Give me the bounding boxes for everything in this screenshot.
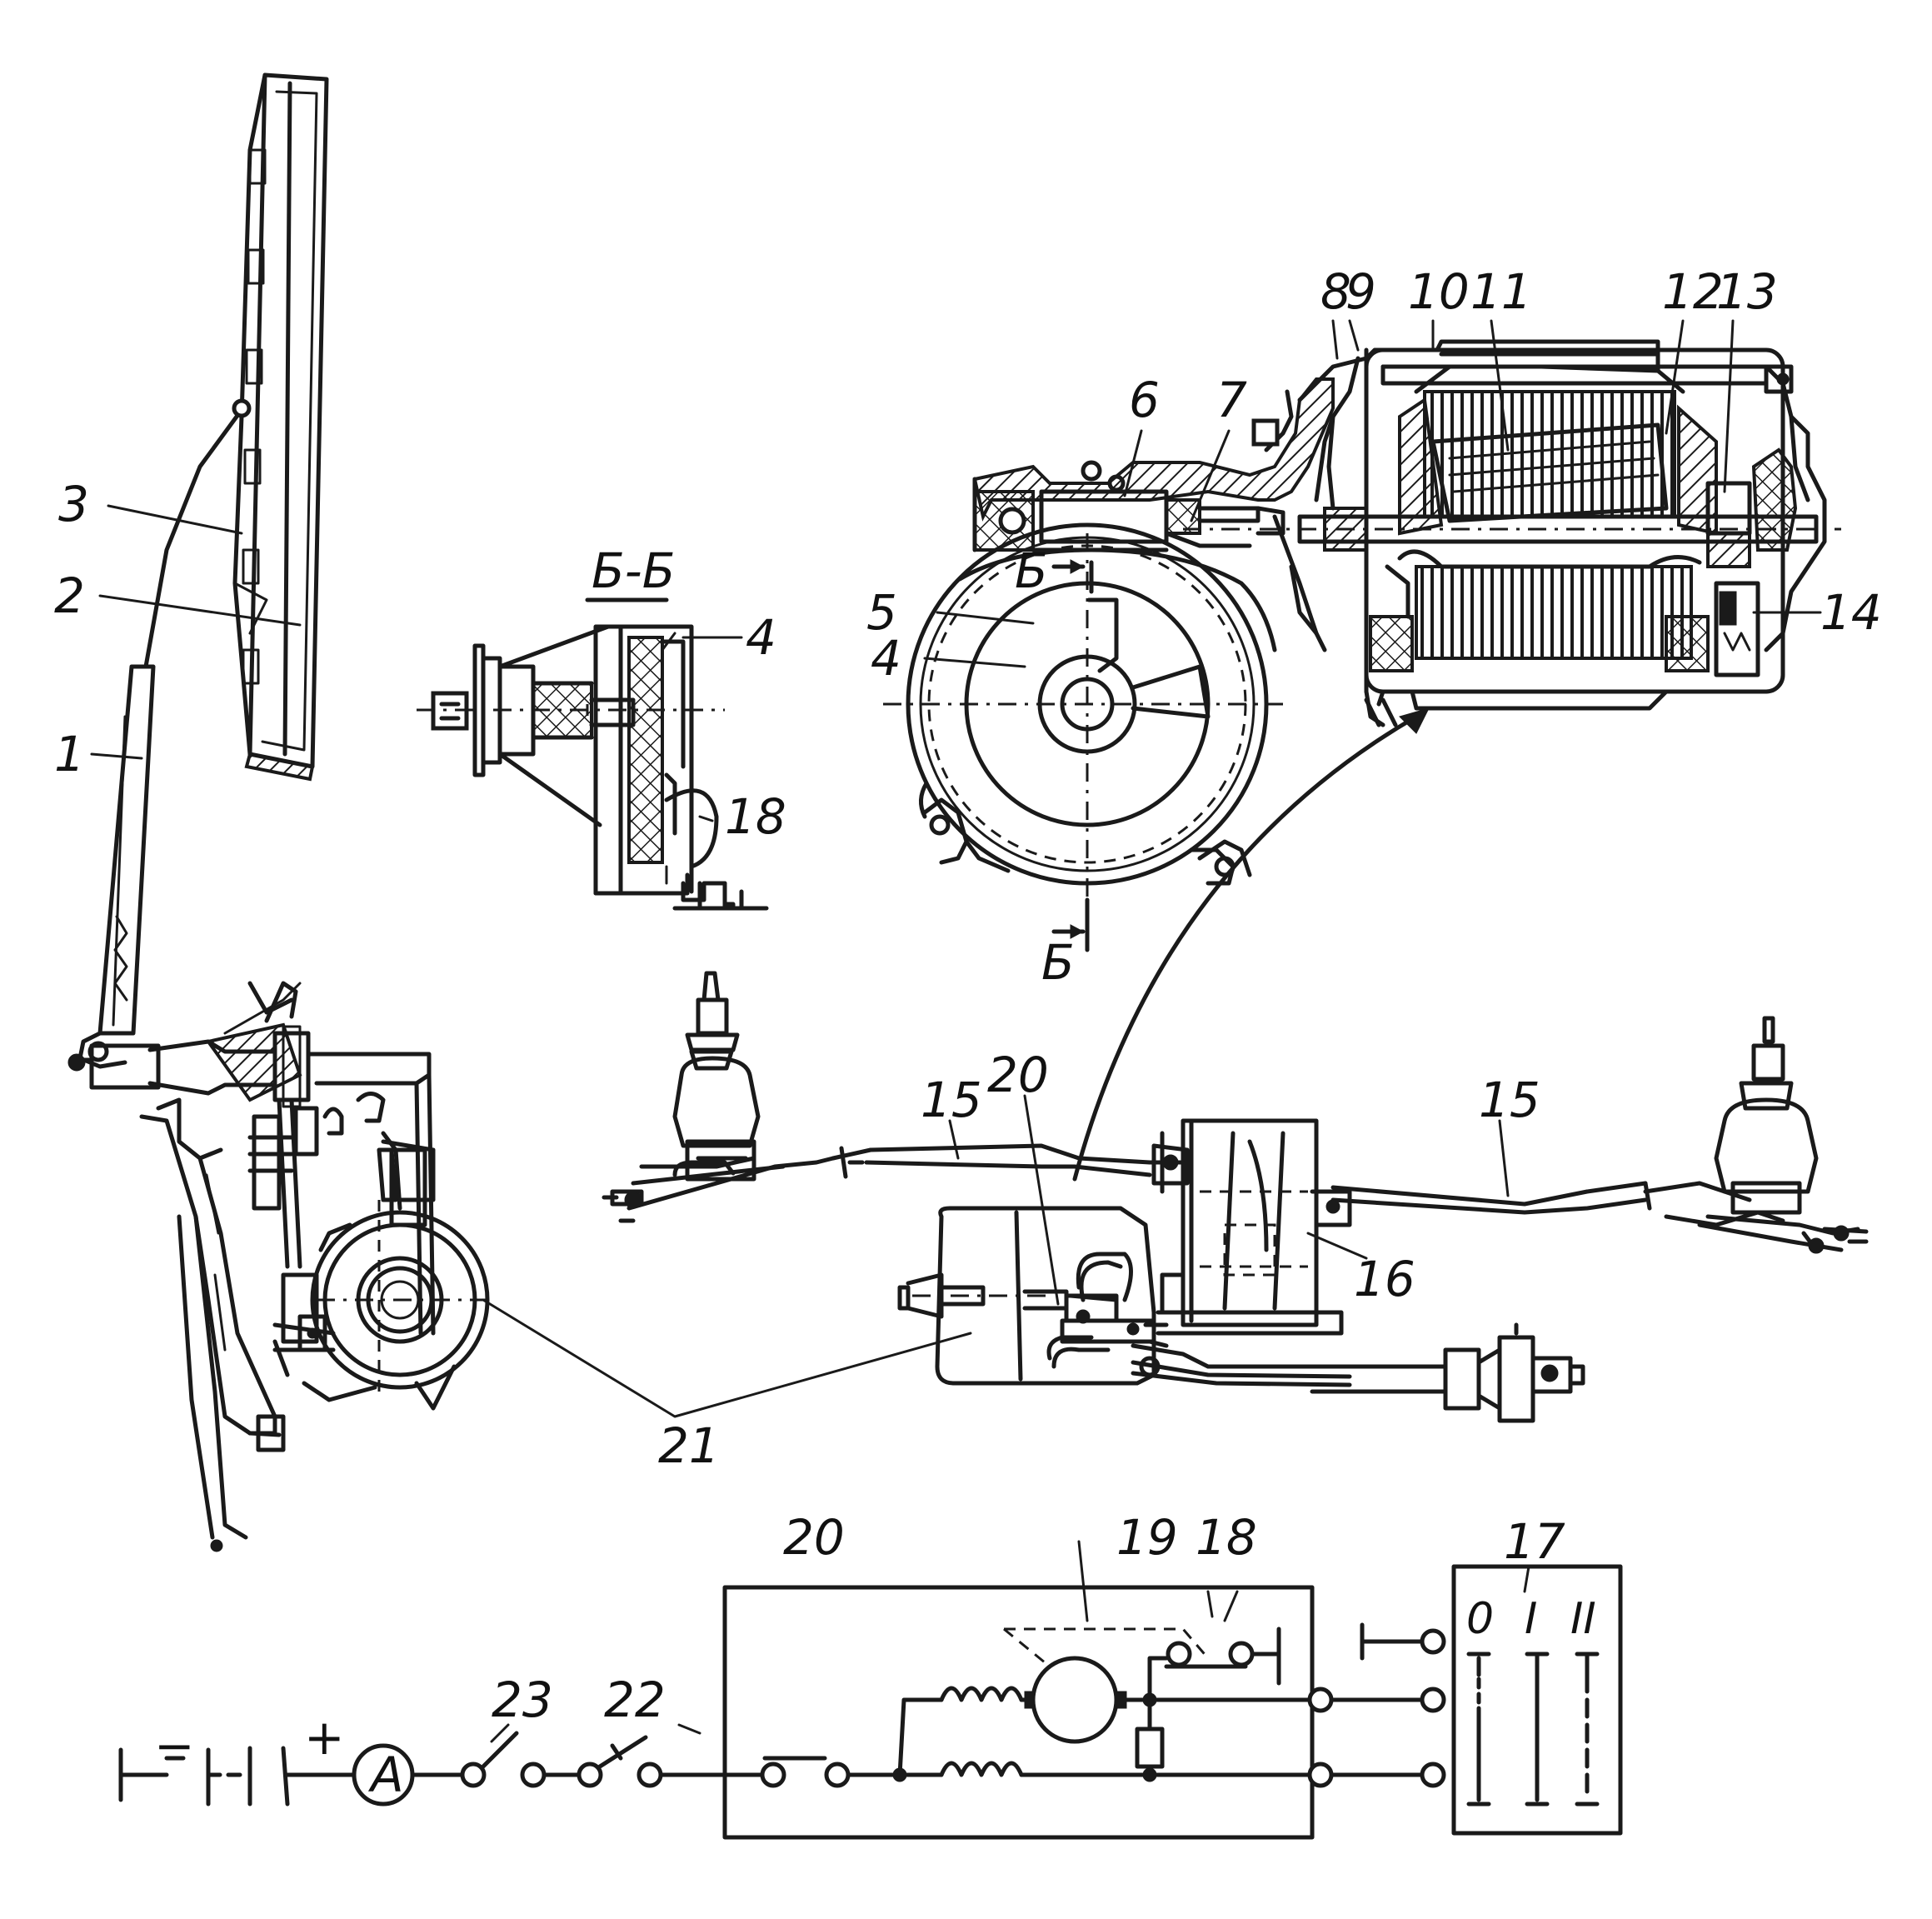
callout-2: 2 [54,567,85,624]
motor-bracket [1147,1118,1352,1336]
callout-10: 10 [1408,263,1470,320]
callout-22: 22 [604,1672,666,1728]
callout-12: 12 [1662,263,1724,320]
switch-position-2: II [1570,1594,1596,1644]
callout-18-schematic: 18 [1196,1509,1257,1566]
callout-14: 14 [1820,584,1882,641]
battery-plus-label: + [304,1709,345,1766]
connector-arrow [1072,707,1430,1182]
wiper-arm [77,414,239,1069]
callout-labels: 3 2 1 5 4 6 7 8 9 10 11 12 13 14 4 18 15… [54,263,1882,1728]
right-pivot [1697,1016,1869,1254]
section-mark-top: Б [1015,542,1048,599]
callout-16: 16 [1354,1251,1415,1307]
callout-23: 23 [492,1672,553,1728]
callout-6: 6 [1129,372,1160,428]
section-mark-bottom: Б [1041,934,1075,991]
callout-5: 5 [866,584,897,641]
wiper-motor [897,1206,1352,1387]
callout-17: 17 [1504,1513,1565,1570]
callout-20-upper: 20 [987,1047,1049,1103]
battery-minus-label: − [154,1717,195,1774]
section-title: Б-Б [592,542,676,599]
switch-position-1: I [1525,1594,1537,1644]
wiper-blade [232,72,329,782]
callout-7: 7 [1216,372,1247,428]
schematic-labels: − + A 0 I II [154,1594,1596,1803]
callout-15-left: 15 [921,1072,982,1128]
callout-4-main: 4 [871,630,901,687]
callout-1: 1 [54,726,85,782]
callout-18-section: 18 [725,788,786,845]
ammeter-label: A [367,1747,404,1803]
callout-3: 3 [58,476,89,532]
section-labels: Б-Б Б Б [592,542,1075,991]
worm-gear [883,522,1283,952]
gearbox-housing [972,377,1335,652]
leader-lines [90,319,1822,1743]
callout-15-right: 15 [1479,1072,1540,1128]
callout-20-schematic: 20 [783,1509,845,1566]
callout-19: 19 [1116,1509,1178,1566]
electric-motor-section [1183,339,1841,727]
callout-13: 13 [1716,263,1778,320]
callout-8: 8 [1320,263,1351,320]
left-drive-assembly [67,981,492,1552]
left-pivot [602,971,836,1223]
cable-connector [1310,1322,1585,1423]
callout-9: 9 [1345,263,1376,320]
connecting-rods [831,1143,1785,1227]
callout-4-section: 4 [746,609,776,666]
callout-21: 21 [658,1417,720,1474]
switch-position-0: 0 [1466,1594,1494,1644]
electrical-schematic [118,1564,1623,1840]
section-b-b [417,597,769,911]
callout-11: 11 [1470,263,1532,320]
